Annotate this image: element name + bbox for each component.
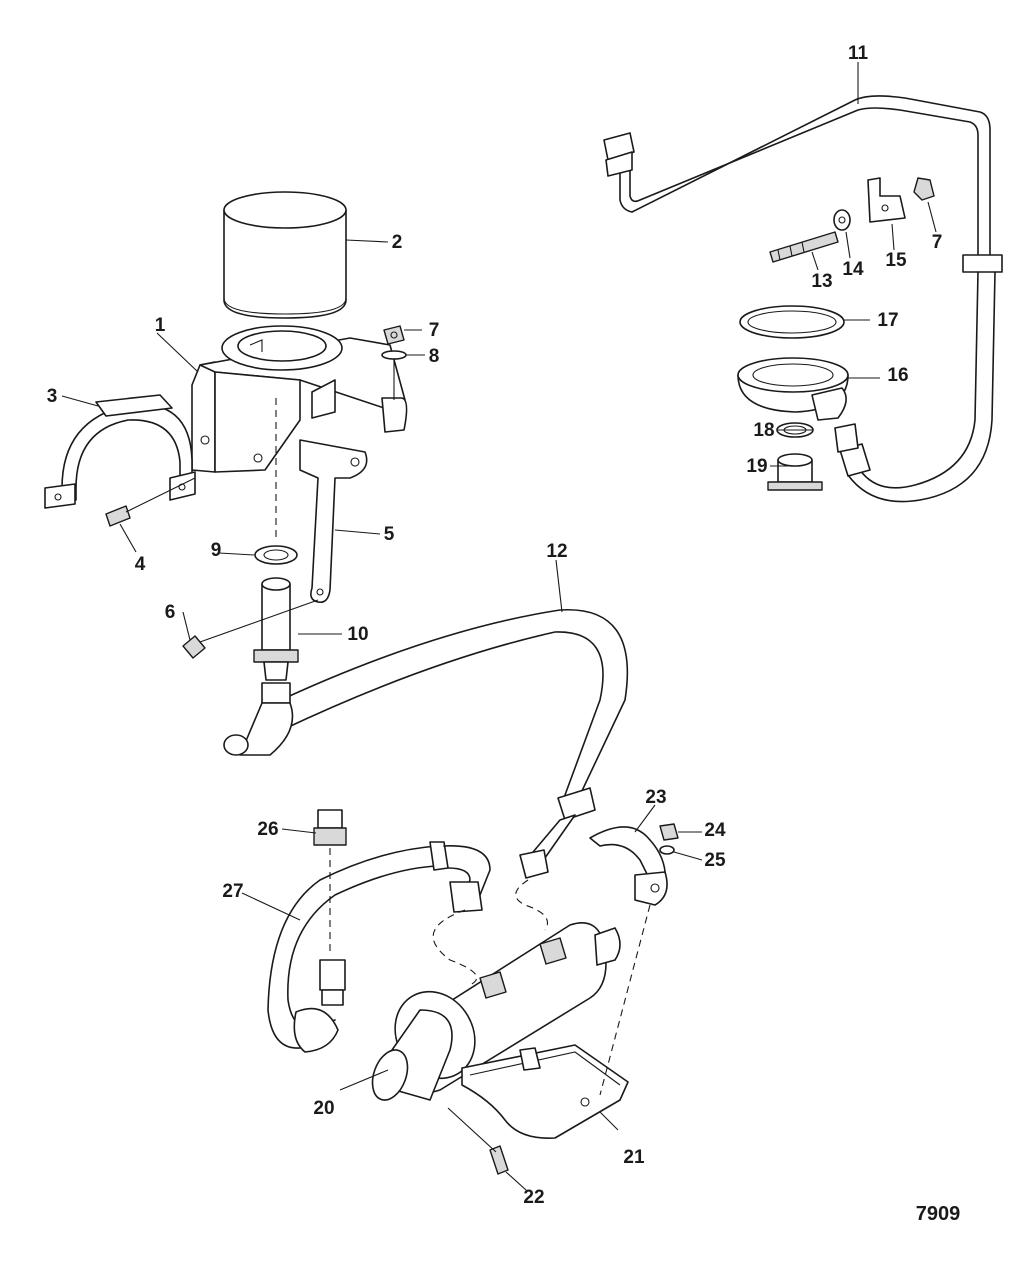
washer-8 — [381, 350, 407, 360]
callout-15: 15 — [885, 250, 907, 271]
callout-4: 4 — [135, 554, 146, 575]
callout-12: 12 — [546, 541, 567, 562]
tube-assembly-12 — [223, 609, 629, 879]
figure-number: 7909 — [916, 1203, 961, 1225]
callout-labels: 1 2 3 4 5 6 7 8 9 10 11 12 13 14 15 7 16… — [47, 43, 943, 1208]
leader-lines — [61, 62, 937, 1191]
callout-26: 26 — [257, 819, 278, 840]
callout-17: 17 — [877, 310, 898, 331]
stud-13 — [769, 231, 839, 263]
callout-25: 25 — [704, 850, 726, 871]
callout-23: 23 — [645, 787, 666, 808]
mount-clamp-21 — [461, 1044, 629, 1139]
screw-4 — [105, 477, 196, 527]
washer-14 — [833, 209, 851, 231]
nut-19 — [767, 453, 823, 491]
callout-18: 18 — [753, 420, 774, 441]
callout-13: 13 — [811, 271, 832, 292]
washer-25 — [659, 845, 675, 855]
tube-11 — [603, 95, 1003, 503]
callout-27: 27 — [222, 881, 243, 902]
callout-20: 20 — [313, 1098, 334, 1119]
o-ring-17 — [739, 305, 845, 339]
pipe-clip-15 — [867, 177, 906, 223]
nut-7-upper — [913, 177, 935, 201]
callout-21: 21 — [623, 1147, 645, 1168]
callout-11: 11 — [848, 43, 869, 64]
callout-3: 3 — [47, 386, 58, 407]
callout-10: 10 — [347, 624, 368, 645]
callout-16: 16 — [887, 365, 908, 386]
callout-5: 5 — [384, 524, 395, 545]
clamp-band — [44, 394, 196, 509]
clamp-23 — [589, 826, 668, 906]
cover-16 — [737, 357, 849, 421]
screw-6 — [182, 599, 319, 659]
callout-22: 22 — [523, 1187, 544, 1208]
callout-8: 8 — [429, 346, 440, 367]
callout-1: 1 — [155, 315, 166, 336]
callout-19: 19 — [746, 456, 767, 477]
plug-26 — [313, 809, 347, 846]
bracket-arm — [299, 439, 368, 604]
nut-7 — [383, 325, 405, 345]
mounting-bracket — [191, 325, 408, 473]
callout-24: 24 — [704, 820, 726, 841]
nut-24 — [659, 823, 679, 841]
callout-7: 7 — [429, 320, 440, 341]
filter-canister — [223, 191, 347, 319]
callout-14: 14 — [842, 259, 864, 280]
washer-9 — [254, 545, 298, 565]
cooler-body-20 — [371, 922, 621, 1101]
screw-22 — [489, 1145, 509, 1175]
callout-9: 9 — [211, 540, 222, 561]
hose-27 — [267, 841, 491, 1053]
callout-7-upper: 7 — [932, 232, 943, 253]
callout-6: 6 — [165, 602, 176, 623]
fitting-10 — [253, 577, 299, 681]
callout-2: 2 — [392, 232, 403, 253]
